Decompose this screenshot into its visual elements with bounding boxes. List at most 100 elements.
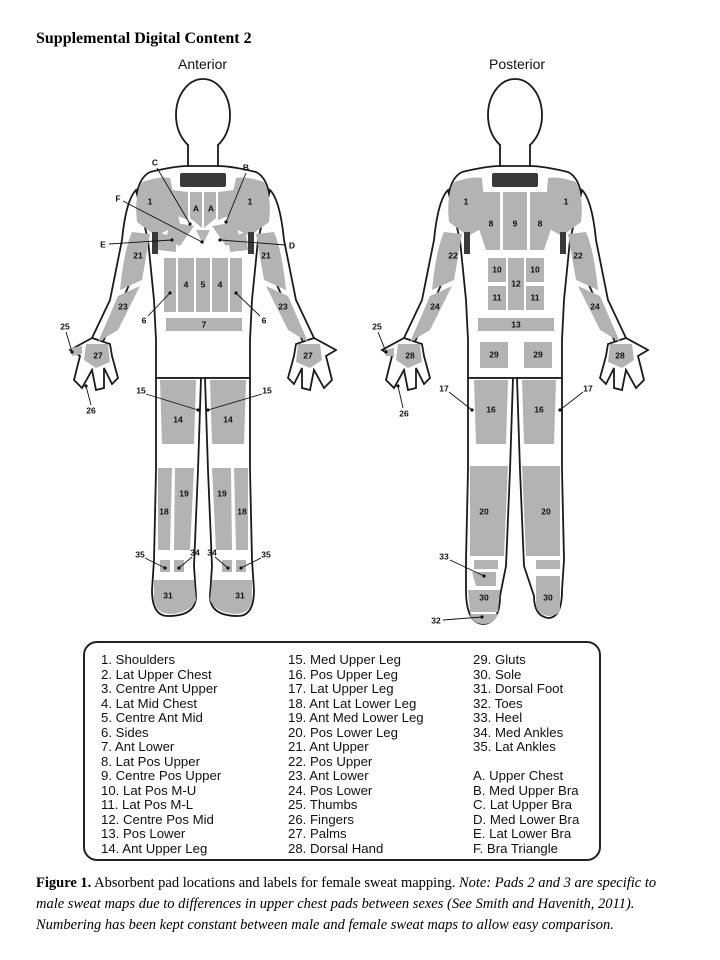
anterior-leader-dot-35-right xyxy=(239,566,243,570)
anterior-upper-arm-pad-left xyxy=(120,232,150,290)
anterior-lower-leg-pad-right-outer xyxy=(234,468,248,550)
legend-item: 33. Heel xyxy=(473,710,523,725)
posterior-view-label: Posterior xyxy=(489,56,546,72)
anterior-bra-pad-d xyxy=(228,232,248,252)
legend-item: 1. Shoulders xyxy=(101,652,176,667)
anterior-label-23-right: 23 xyxy=(278,301,288,311)
anterior-leader-dot-6-left xyxy=(168,291,172,295)
posterior-heel-pad xyxy=(472,572,496,586)
posterior-callout-17-left: 17 xyxy=(439,383,449,393)
posterior-forearm-pad-left xyxy=(410,286,452,342)
posterior-label-8-right: 8 xyxy=(538,218,543,228)
posterior-leader-dot-17-right xyxy=(558,408,562,412)
posterior-label-1-right: 1 xyxy=(564,196,569,206)
anterior-upper-chest-pad-right xyxy=(204,192,216,228)
caption-text: Absorbent pad locations and labels for f… xyxy=(91,875,459,891)
posterior-label-13: 13 xyxy=(511,319,521,329)
anterior-callout-e: E xyxy=(100,239,106,249)
anterior-forearm-pad-right xyxy=(266,286,308,342)
posterior-upper-arm-pad-right xyxy=(568,232,598,290)
anterior-leader-dot-34-right xyxy=(226,566,230,570)
posterior-leader-dot-26 xyxy=(396,384,400,388)
posterior-neck-pad xyxy=(492,173,538,187)
anterior-leader-dot-c xyxy=(188,222,192,226)
posterior-thumb-pad xyxy=(384,348,394,356)
anterior-label-4-right: 4 xyxy=(218,279,223,289)
anterior-label-27-left: 27 xyxy=(93,350,103,360)
posterior-label-12: 12 xyxy=(511,278,521,288)
anterior-leader-dot-15-left xyxy=(196,408,200,412)
anterior-callout-6-left: 6 xyxy=(142,315,147,325)
posterior-leader-26 xyxy=(397,385,404,409)
anterior-callout-34-left: 34 xyxy=(190,547,200,557)
legend-item: 34. Med Ankles xyxy=(473,724,564,740)
anterior-leader-35-right xyxy=(240,557,262,569)
legend-item: 31. Dorsal Foot xyxy=(473,681,564,696)
anterior-upper-leg-pad-right xyxy=(210,380,246,444)
posterior-label-28-left: 28 xyxy=(405,350,415,360)
anterior-lower-leg-pad-left-inner xyxy=(174,468,194,550)
anterior-side-pad-left xyxy=(164,258,176,312)
anterior-leader-dot-26 xyxy=(84,384,88,388)
caption-note: Note: Pads 2 and 3 are specific to male … xyxy=(36,875,657,933)
anterior-foot-pad-right xyxy=(210,580,253,614)
page-header: Supplemental Digital Content 2 xyxy=(36,30,252,47)
legend-item: 18. Ant Lat Lower Leg xyxy=(288,695,417,711)
anterior-callout-15-left: 15 xyxy=(136,385,146,395)
anterior-callout-6-right: 6 xyxy=(262,315,267,325)
posterior-mid-back-pad-11-left xyxy=(488,286,506,310)
anterior-leader-dot-6-right xyxy=(234,291,238,295)
legend-item: 23. Ant Lower xyxy=(288,768,369,783)
posterior-upper-arm-pad-left xyxy=(432,232,462,290)
anterior-shoulder-pad-left xyxy=(136,177,180,236)
anterior-lower-leg-pad-right-inner xyxy=(212,468,232,550)
posterior-upper-back-pad-right xyxy=(530,192,552,250)
anterior-callout-26: 26 xyxy=(86,405,96,415)
legend-spacer xyxy=(473,755,579,770)
legend-item: D. Med Lower Bra xyxy=(473,811,580,827)
posterior-ankle-pad-right xyxy=(536,560,560,569)
anterior-head xyxy=(175,78,231,152)
posterior-label-11-right: 11 xyxy=(531,292,540,302)
posterior-shoulder-pad-left xyxy=(448,177,486,236)
anterior-leader-b xyxy=(225,172,247,223)
legend-item: 25. Thumbs xyxy=(288,797,358,812)
anterior-leader-dot-d xyxy=(218,238,222,242)
anterior-label-5: 5 xyxy=(201,279,206,289)
legend-item: 11. Lat Pos M-L xyxy=(101,797,194,812)
legend-item: 4. Lat Mid Chest xyxy=(101,695,198,711)
posterior-label-10-right: 10 xyxy=(530,264,540,274)
anterior-forearm-pad-left xyxy=(98,286,140,342)
legend-item: A. Upper Chest xyxy=(473,768,564,783)
anterior-label-14-right: 14 xyxy=(223,414,233,424)
anterior-palm-pad-left xyxy=(84,344,110,368)
anterior-leader-15-left xyxy=(145,393,199,411)
anterior-thumb-pad xyxy=(70,346,82,356)
anterior-upper-leg-pad-left xyxy=(160,380,196,444)
posterior-leader-17-left xyxy=(448,391,473,411)
anterior-label-a-left: A xyxy=(193,203,199,213)
posterior-label-30-left: 30 xyxy=(479,592,489,602)
posterior-label-20-right: 20 xyxy=(541,506,551,516)
anterior-foot-pad-left xyxy=(153,580,196,614)
legend-item: 17. Lat Upper Leg xyxy=(288,681,394,696)
legend-item: 6. Sides xyxy=(101,724,149,740)
legend-item: 35. Lat Ankles xyxy=(473,739,556,754)
legend-item: B. Med Upper Bra xyxy=(473,782,579,798)
anterior-leader-dot-15-right xyxy=(206,408,210,412)
posterior-lower-leg-pad-left xyxy=(470,466,508,556)
posterior-side-band-left xyxy=(464,232,470,254)
legend-item: 28. Dorsal Hand xyxy=(288,840,384,856)
posterior-callout-33: 33 xyxy=(439,551,449,561)
legend-item: 13. Pos Lower xyxy=(101,826,186,841)
anterior-ankle-pad-right-lat xyxy=(236,560,246,572)
anterior-leader-dot-b xyxy=(224,220,228,224)
legend-item: 15. Med Upper Leg xyxy=(288,652,401,667)
legend-item: C. Lat Upper Bra xyxy=(473,797,572,812)
anterior-leader-dot-25 xyxy=(70,350,74,354)
posterior-mid-back-pad-11-right xyxy=(526,286,544,310)
posterior-leader-33 xyxy=(449,559,485,577)
anterior-side-band-right xyxy=(248,232,254,254)
legend-item: 20. Pos Lower Leg xyxy=(288,724,398,740)
anterior-leader-dot-34-left xyxy=(177,566,181,570)
